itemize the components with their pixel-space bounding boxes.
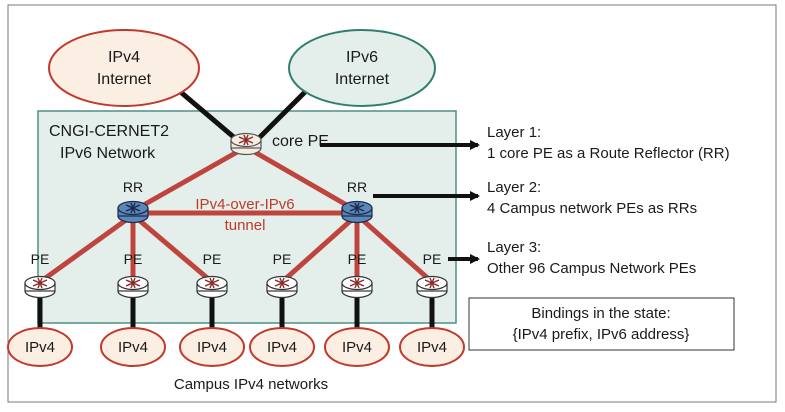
tunnel-label-line2: tunnel xyxy=(225,217,266,234)
figure-frame xyxy=(7,4,777,403)
tunnel-label-line1: IPv4-over-IPv6 xyxy=(195,196,294,213)
rr-label-left: RR xyxy=(123,179,143,195)
bindings-line1: Bindings in the state: xyxy=(531,305,670,322)
pe-router xyxy=(196,275,228,299)
layer1-title: Layer 1: xyxy=(487,124,541,141)
network-title-line1: CNGI-CERNET2 xyxy=(49,123,169,140)
pe-router xyxy=(341,275,373,299)
campus-ipv4-node: IPv4 xyxy=(7,327,73,367)
layer2-title: Layer 2: xyxy=(487,179,541,196)
pe-router xyxy=(24,275,56,299)
pe-label: PE xyxy=(203,251,222,267)
ipv6-internet-label-line1: IPv6 xyxy=(346,49,378,66)
layer-arrows xyxy=(320,140,480,264)
ipv6-internet-label-line2: Internet xyxy=(335,71,390,88)
bindings-line2: {IPv4 prefix, IPv6 address} xyxy=(513,326,690,343)
campus-nodes: IPv4 IPv4 IPv4 IPv4 IPv4 IPv4 xyxy=(7,327,465,367)
campus-ipv4-label: IPv4 xyxy=(118,339,148,356)
pe-router xyxy=(266,275,298,299)
ipv4-internet-label-line2: Internet xyxy=(97,71,152,88)
bindings-box xyxy=(468,297,735,351)
campus-ipv4-label: IPv4 xyxy=(267,339,297,356)
layer3-desc: Other 96 Campus Network PEs xyxy=(487,260,696,277)
campus-caption: Campus IPv4 networks xyxy=(174,376,328,393)
campus-ipv4-node: IPv4 xyxy=(399,327,465,367)
campus-ipv4-label: IPv4 xyxy=(25,339,55,356)
pe-router xyxy=(416,275,448,299)
campus-ipv4-node: IPv4 xyxy=(324,327,390,367)
campus-ipv4-label: IPv4 xyxy=(197,339,227,356)
core-pe-label: core PE xyxy=(272,133,329,150)
rr-label-right: RR xyxy=(347,179,367,195)
pe-label: PE xyxy=(423,251,442,267)
pe-label: PE xyxy=(31,251,50,267)
layer3-title: Layer 3: xyxy=(487,239,541,256)
pe-label: PE xyxy=(273,251,292,267)
ipv6-internet-node: IPv6 Internet xyxy=(288,29,436,107)
layer2-desc: 4 Campus network PEs as RRs xyxy=(487,200,697,217)
campus-ipv4-label: IPv4 xyxy=(342,339,372,356)
network-title-line2: IPv6 Network xyxy=(60,145,156,162)
rr-router-right xyxy=(341,200,373,224)
ipv4-internet-node: IPv4 Internet xyxy=(48,29,200,107)
campus-ipv4-node: IPv4 xyxy=(249,327,315,367)
layer1-desc: 1 core PE as a Route Reflector (RR) xyxy=(487,145,730,162)
pe-router xyxy=(117,275,149,299)
campus-links xyxy=(37,298,435,332)
campus-ipv4-node: IPv4 xyxy=(100,327,166,367)
core-pe-router xyxy=(230,132,262,156)
pe-label: PE xyxy=(348,251,367,267)
red-links xyxy=(38,144,434,285)
rr-router-left xyxy=(117,200,149,224)
pe-label: PE xyxy=(124,251,143,267)
campus-ipv4-node: IPv4 xyxy=(179,327,245,367)
ipv4-internet-label-line1: IPv4 xyxy=(108,49,140,66)
pe-routers: PE PE PE PE PE PE xyxy=(24,251,448,299)
campus-ipv4-label: IPv4 xyxy=(417,339,447,356)
